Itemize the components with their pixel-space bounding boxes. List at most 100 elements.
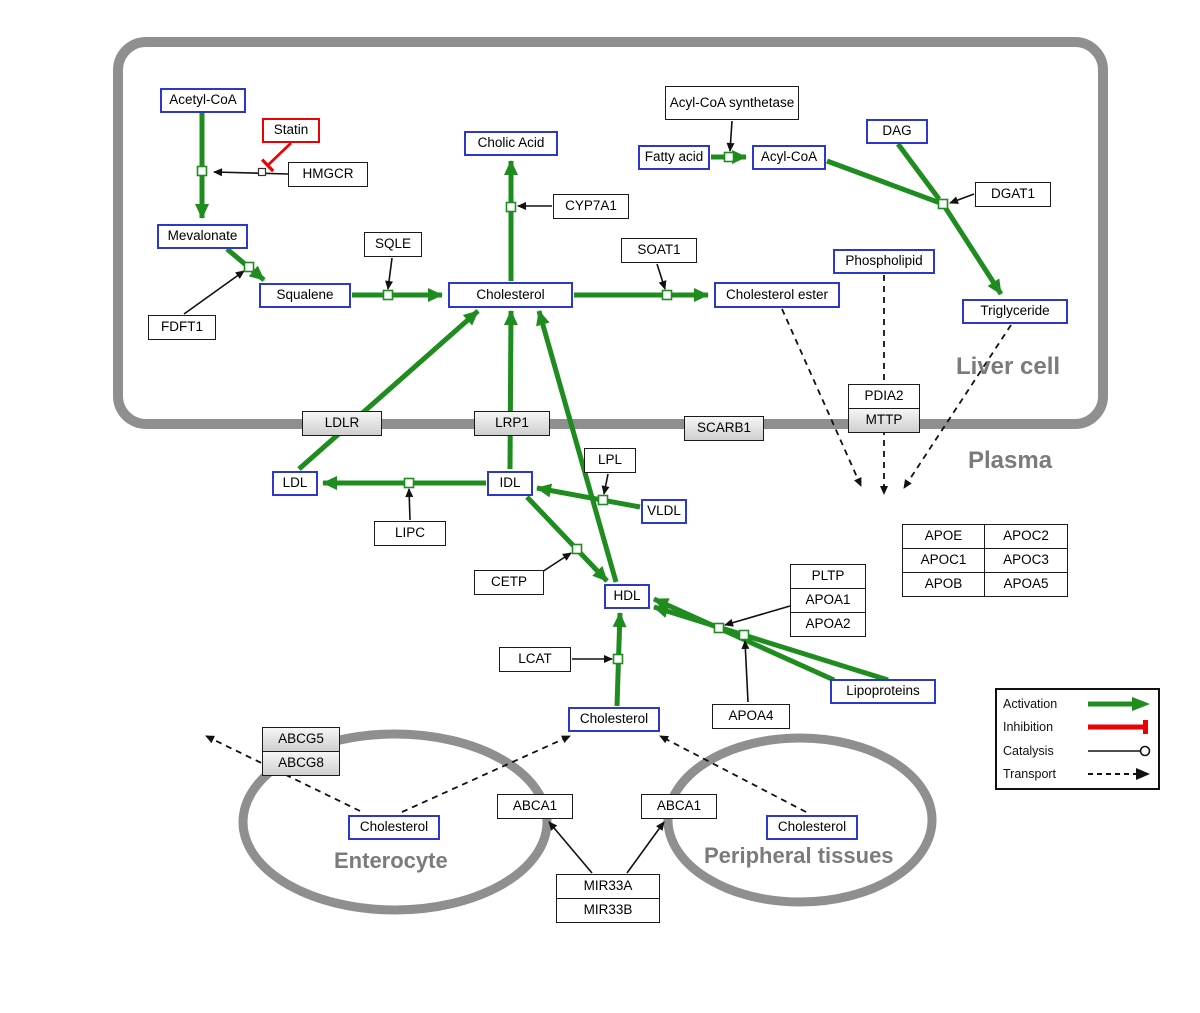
activation-arrow-icon	[1088, 696, 1150, 711]
node-ldlr[interactable]: LDLR	[302, 411, 382, 436]
node-abcg8[interactable]: ABCG8	[262, 751, 340, 776]
reaction-anchor-cholesterol-to-cholesterol-ester	[661, 289, 673, 301]
node-apoc2[interactable]: APOC2	[984, 524, 1068, 549]
node-hmgcr[interactable]: HMGCR	[288, 162, 368, 187]
liver-cell-membrane	[113, 37, 1108, 429]
node-acyl-coa[interactable]: Acyl-CoA	[752, 145, 826, 170]
node-abca1-peripheral[interactable]: ABCA1	[641, 794, 717, 819]
node-phospholipid[interactable]: Phospholipid	[833, 249, 935, 274]
node-squalene[interactable]: Squalene	[259, 283, 351, 308]
edge-acyl-coa-to-triglyceride	[826, 158, 1004, 296]
legend-row-inhibition: Inhibition	[1003, 716, 1152, 738]
node-triglyceride[interactable]: Triglyceride	[962, 299, 1068, 324]
node-mttp[interactable]: MTTP	[848, 408, 920, 433]
transport-arrow-icon	[1088, 768, 1150, 781]
legend-row-catalysis: Catalysis	[1003, 740, 1152, 762]
edge-mir33-to-abca1-enterocyte	[548, 821, 593, 874]
edge-vldl-to-idl	[536, 483, 641, 510]
node-pltp[interactable]: PLTP	[790, 564, 866, 589]
node-apoa4[interactable]: APOA4	[712, 704, 790, 729]
node-soat1[interactable]: SOAT1	[621, 238, 697, 263]
edge-soat1-catalysis	[656, 263, 667, 290]
enterocyte-membrane	[238, 729, 552, 915]
node-fdft1[interactable]: FDFT1	[148, 315, 216, 340]
legend-catalysis-label: Catalysis	[1003, 743, 1054, 758]
reaction-anchor-fatty-acid-to-acyl-coa	[723, 151, 735, 163]
edge-enterocyte-cholesterol-efflux	[401, 735, 571, 813]
reaction-anchor-idl-to-ldl	[403, 477, 415, 489]
node-statin[interactable]: Statin	[262, 118, 320, 143]
node-dgat1[interactable]: DGAT1	[975, 182, 1051, 207]
edge-idl-to-cholesterol-uptake	[503, 310, 518, 470]
edge-acyl-coa-synthetase-catalysis	[726, 120, 735, 152]
node-dag[interactable]: DAG	[866, 119, 928, 144]
node-apoa2[interactable]: APOA2	[790, 612, 866, 637]
node-apoe[interactable]: APOE	[902, 524, 985, 549]
node-cholesterol-ester[interactable]: Cholesterol ester	[714, 282, 840, 308]
reaction-anchor-lipoproteins-to-hdl-upper	[713, 622, 725, 634]
plasma-label: Plasma	[968, 447, 1053, 474]
node-mir33b[interactable]: MIR33B	[556, 898, 660, 923]
reaction-anchor-squalene-to-cholesterol	[382, 289, 394, 301]
node-cyp7a1[interactable]: CYP7A1	[553, 194, 629, 219]
reaction-anchor-cholesterol-to-hdl-lcat	[612, 653, 624, 665]
node-apob[interactable]: APOB	[902, 572, 985, 597]
edge-dag-to-dgat1-junction	[895, 142, 942, 201]
node-lcat[interactable]: LCAT	[499, 647, 571, 672]
node-vldl[interactable]: VLDL	[641, 499, 687, 524]
peripheral-tissues-membrane	[663, 733, 937, 907]
inhibition-tee-icon	[1088, 720, 1148, 735]
node-fatty-acid[interactable]: Fatty acid	[638, 145, 710, 170]
node-lipc[interactable]: LIPC	[374, 521, 446, 546]
node-cetp[interactable]: CETP	[474, 570, 544, 595]
node-abca1-enterocyte[interactable]: ABCA1	[497, 794, 573, 819]
node-scarb1[interactable]: SCARB1	[684, 416, 764, 441]
reaction-anchor-idl-to-hdl	[571, 543, 583, 555]
node-apoa5[interactable]: APOA5	[984, 572, 1068, 597]
edge-peripheral-cholesterol-efflux	[659, 735, 807, 813]
node-abcg5[interactable]: ABCG5	[262, 727, 340, 752]
edge-fdft1-catalysis	[183, 270, 245, 315]
legend-row-transport: Transport	[1003, 763, 1152, 785]
reaction-anchor-acetylcoa-to-mevalonate	[196, 165, 208, 177]
edge-dgat1-catalysis	[949, 193, 975, 204]
node-lipoproteins[interactable]: Lipoproteins	[830, 679, 936, 704]
legend-transport-label: Transport	[1003, 767, 1057, 782]
reaction-anchor-lipoproteins-to-hdl-lower	[738, 629, 750, 641]
node-acetyl-coa[interactable]: Acetyl-CoA	[160, 88, 246, 113]
edge-lipoproteins-to-hdl-lower	[653, 604, 889, 683]
node-hdl[interactable]: HDL	[604, 584, 650, 609]
node-apoc1[interactable]: APOC1	[902, 548, 985, 573]
legend-row-activation: Activation	[1003, 693, 1152, 715]
edge-hdl-to-cholesterol-uptake	[536, 310, 619, 583]
node-mir33a[interactable]: MIR33A	[556, 874, 660, 899]
node-cholesterol-peripheral[interactable]: Cholesterol	[766, 815, 858, 840]
node-idl[interactable]: IDL	[487, 471, 533, 496]
node-apoa1[interactable]: APOA1	[790, 588, 866, 613]
node-lrp1[interactable]: LRP1	[474, 411, 550, 436]
edge-mir33-to-abca1-peripheral	[626, 821, 665, 874]
node-lpl[interactable]: LPL	[584, 448, 636, 473]
node-cholesterol-plasma[interactable]: Cholesterol	[568, 707, 660, 732]
edge-cetp-catalysis	[541, 552, 572, 573]
node-acyl-coa-synthetase[interactable]: Acyl-CoA synthetase	[665, 86, 799, 120]
node-mevalonate[interactable]: Mevalonate	[157, 224, 248, 249]
edge-apoa-stack-catalysis	[724, 605, 791, 627]
reaction-anchor-acyl-coa-to-triglyceride	[937, 198, 949, 210]
edge-idl-to-hdl	[525, 495, 609, 583]
edge-sqle-catalysis	[385, 257, 393, 290]
node-sqle[interactable]: SQLE	[364, 232, 422, 257]
reaction-anchor-mevalonate-to-squalene	[243, 261, 255, 273]
node-cholesterol-enterocyte[interactable]: Cholesterol	[348, 815, 440, 840]
node-cholesterol-liver[interactable]: Cholesterol	[448, 282, 573, 308]
edge-hmgcr-catalysis	[213, 168, 289, 177]
node-apoc3[interactable]: APOC3	[984, 548, 1068, 573]
node-cholic-acid[interactable]: Cholic Acid	[464, 131, 558, 156]
inhibition-anchor-0	[257, 167, 267, 177]
node-ldl[interactable]: LDL	[272, 471, 318, 496]
enterocyte-label: Enterocyte	[334, 848, 448, 873]
reaction-anchor-vldl-to-idl	[597, 494, 609, 506]
node-pdia2[interactable]: PDIA2	[848, 384, 920, 409]
edge-lipc-catalysis	[405, 488, 414, 521]
legend-activation-label: Activation	[1003, 696, 1058, 711]
